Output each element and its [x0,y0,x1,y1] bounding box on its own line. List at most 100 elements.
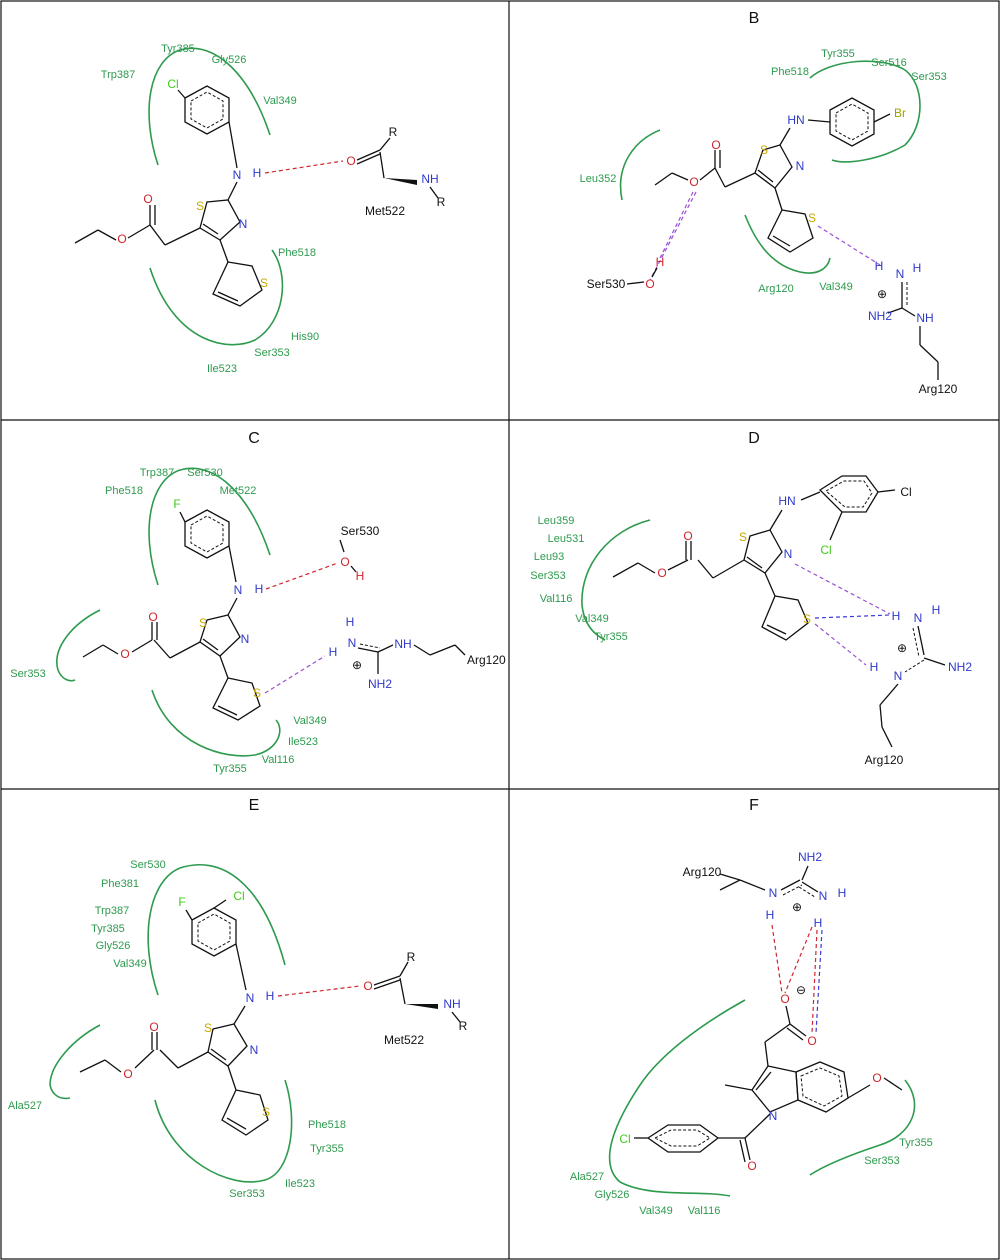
bond [774,187,783,211]
bond [654,172,673,186]
oxygen-atom: O [645,277,654,291]
bond [917,625,925,656]
bond [350,565,357,573]
bond [127,224,151,239]
bond [131,639,153,653]
delocalized-bond [798,886,816,898]
nitrogen-atom: N [769,886,778,900]
pocket-arc [49,1024,101,1100]
residue-label: Met522 [220,485,257,497]
bond [712,559,745,579]
panel-a: Tyr385 Gly526 Trp387 Val349 Phe518 His90… [74,43,446,375]
hydrogen-bond [794,563,891,615]
double-bond [757,169,774,183]
bond [785,1005,791,1025]
sulfur-atom: S [196,199,204,213]
chlorine-atom: Cl [619,1132,630,1146]
nitrogen-atom: N [234,583,243,597]
hydrogen-atom: H [766,908,775,922]
aromatic-circle [197,913,231,951]
wedge-bond [405,1004,438,1009]
bond [764,1023,791,1043]
nitrogen-atom: N [348,636,357,650]
bond [697,559,714,579]
sulfur-atom: S [204,1021,212,1035]
residue-label: Tyr385 [91,923,125,935]
residue-label: Val349 [819,281,852,293]
bond [227,597,238,616]
bond [883,1077,903,1091]
nitrogen-atom: N [796,159,805,173]
charge-sign: ⊕ [792,900,802,914]
oxygen-atom: O [117,232,126,246]
aromatic-circle [800,1067,843,1107]
double-bond [356,149,381,161]
charge-sign: ⊕ [877,287,887,301]
r-group: R [389,125,398,139]
thiazole-ring [207,1023,248,1067]
hydrogen-atom: H [875,259,884,273]
thiophene-ring [212,261,263,307]
residue-label: Leu352 [580,173,617,185]
bond [153,639,171,659]
residue-label: Gly526 [212,54,247,66]
residue-label: Ser353 [911,71,946,83]
residue-label: Leu93 [534,551,565,563]
residue-label: Tyr355 [310,1143,344,1155]
bond [177,89,186,99]
bond [744,1113,771,1139]
partner-residue: Met522 [384,1033,424,1047]
nitrogen-atom: N [246,991,255,1005]
bond [74,229,99,244]
partner-residue: Arg120 [467,653,506,667]
nitrogen-atom: N [896,267,905,281]
pocket-arc [619,129,661,201]
oxygen-atom: O [747,1159,756,1173]
pocket-arc [154,1079,293,1183]
residue-label: Val116 [262,754,295,766]
thiophene-ring [767,209,814,253]
double-bond [789,1023,807,1037]
residue-label: Ser353 [530,570,565,582]
oxygen-atom: O [807,1034,816,1048]
bond [185,909,193,921]
residue-label: Phe518 [105,485,143,497]
sulfur-atom: S [739,530,747,544]
bond [134,1049,155,1069]
bond [719,873,741,881]
bond [379,151,385,179]
amine-group: NH2 [368,677,392,691]
bond [800,491,821,501]
charge-sign: ⊕ [897,641,907,655]
pocket-arc [809,1079,916,1176]
residue-label: Ala527 [570,1171,604,1183]
bond [764,1041,769,1067]
bond [227,181,238,201]
hydrogen-atom: H [255,582,264,596]
fluorine-atom: F [173,497,180,511]
bond [739,879,766,891]
partner-residue: Arg120 [919,382,958,396]
bond [179,511,186,523]
hydrogen-atom: H [356,569,365,583]
residue-label: Val349 [639,1205,672,1217]
hydrogen-atom: H [838,886,847,900]
thiazole-ring [199,614,241,657]
bond [228,121,238,169]
double-bond [744,1137,751,1161]
nitrogen-atom: N [241,632,250,646]
hydrogen-atom: H [814,916,823,930]
hydrogen-bond [811,929,818,1034]
pocket-arc [809,60,921,163]
amine-group: NH2 [798,850,822,864]
nitrogen-atom: N [894,669,903,683]
bond [235,943,247,991]
double-bond [202,638,219,651]
aromatic-circle [190,515,224,553]
thiophene-ring [221,1089,269,1136]
pocket-arc [581,519,651,641]
hydrogen-bond [649,191,697,281]
chlorophenyl-ring [646,1124,720,1153]
pocket-arc [149,249,284,346]
